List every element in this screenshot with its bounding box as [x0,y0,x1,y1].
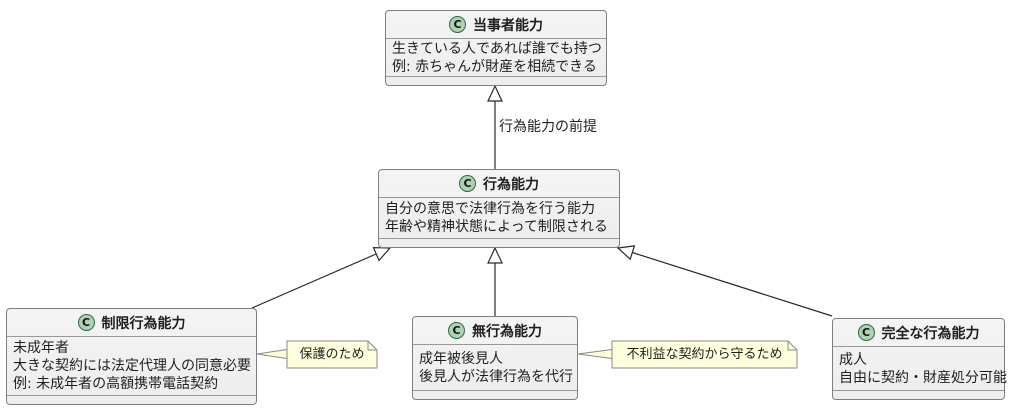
class-methods-compartment [386,77,606,85]
class-body-line: 成人 [839,351,867,368]
class-circle-icon: C [77,314,95,331]
class-title: 当事者能力 [473,17,543,34]
class-methods-compartment [7,396,256,404]
class-title-row: C 行為能力 [379,170,619,198]
class-body-line: 年齢や精神状態によって制限される [385,219,608,235]
class-body-line: 未成年者 [13,340,69,356]
hollow-triangle-icon [487,246,503,264]
class-limited-capacity: C 制限行為能力 未成年者 大きな契約には法定代理人の同意必要 例: 未成年者の… [6,308,257,405]
class-title: 無行為能力 [472,323,542,340]
class-body-line: 自分の意思で法律行為を行う能力 [385,201,595,217]
class-body-line: 大きな契約には法定代理人の同意必要 [13,358,251,374]
class-circle-icon: C [857,324,875,341]
class-full-capacity: C 完全な行為能力 成人 自由に契約・財産処分可能 [832,318,1007,400]
hollow-triangle-icon [616,245,636,261]
class-title-row: C 無行為能力 [413,317,577,345]
generalization-arrow-capacity-to-party [487,84,503,169]
class-methods-compartment [379,239,619,247]
class-body-line: 成年被後見人 [419,350,503,367]
generalization-arrow-full-to-capacity [616,245,833,317]
class-circle-icon: C [448,322,465,339]
class-body-line: 自由に契約・財産処分可能 [839,369,1007,386]
edge-label-premise: 行為能力の前提 [499,119,597,135]
note-pointer [577,348,613,360]
generalization-arrow-limited-to-capacity [251,246,392,309]
note-guard-text: 不利益な契約から守るため [626,347,783,362]
class-attributes: 未成年者 大きな契約には法定代理人の同意必要 例: 未成年者の高額携帯電話契約 [7,337,256,396]
class-circle-icon: C [449,16,466,33]
note-dogear-icon [367,341,377,351]
class-circle-icon: C [459,175,476,192]
class-attributes: 生きている人であれば誰でも持つ 例: 赤ちゃんが財産を相続できる [386,39,606,77]
class-party-capacity: C 当事者能力 生きている人であれば誰でも持つ 例: 赤ちゃんが財産を相続できる [385,10,607,86]
class-body-line: 後見人が法律行為を代行 [419,368,573,385]
hollow-triangle-icon [372,246,392,262]
class-title: 制限行為能力 [101,315,186,332]
class-capacity-to-act: C 行為能力 自分の意思で法律行為を行う能力 年齢や精神状態によって制限される [378,169,620,248]
note-protect-shape [256,340,378,369]
class-title-row: C 完全な行為能力 [833,319,1004,347]
generalization-arrow-incapable-to-capacity [487,246,503,316]
class-title: 完全な行為能力 [881,325,980,342]
class-no-capacity: C 無行為能力 成年被後見人 後見人が法律行為を代行 [412,316,578,400]
class-title: 行為能力 [483,176,539,193]
class-attributes: 成年被後見人 後見人が法律行為を代行 [413,345,577,391]
class-body-line: 例: 未成年者の高額携帯電話契約 [13,376,219,392]
class-attributes: 成人 自由に契約・財産処分可能 [833,347,1007,391]
class-title-row: C 当事者能力 [386,11,606,39]
note-pointer [256,348,288,360]
note-protect-text: 保護のため [299,347,365,362]
hollow-triangle-icon [487,84,503,102]
class-body-line: 生きている人であれば誰でも持つ [392,40,602,57]
note-dogear-icon [787,341,797,351]
class-title-row: C 制限行為能力 [7,309,256,337]
note-guard-shape [577,340,798,369]
class-attributes: 自分の意思で法律行為を行う能力 年齢や精神状態によって制限される [379,198,619,239]
class-body-line: 例: 赤ちゃんが財産を相続できる [392,58,597,75]
class-methods-compartment [413,391,577,399]
class-methods-compartment [833,391,1004,399]
